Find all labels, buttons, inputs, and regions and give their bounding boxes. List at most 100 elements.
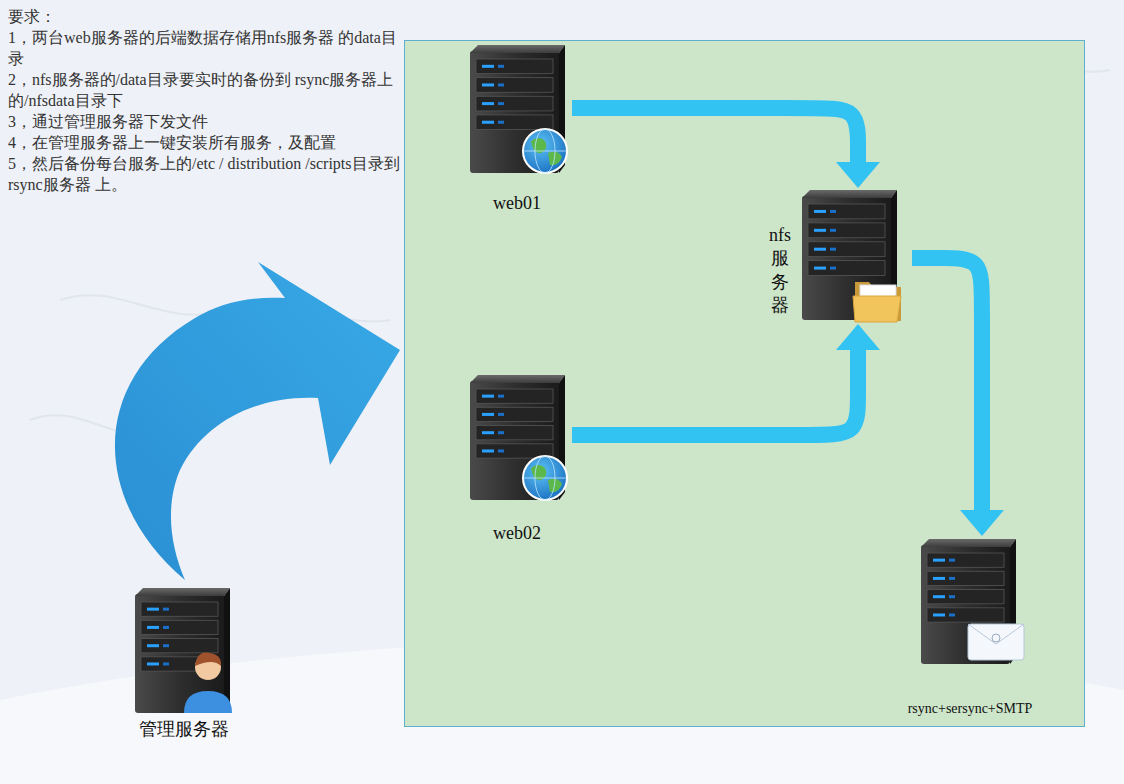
- drive-bay: [141, 602, 218, 616]
- status-led: [482, 449, 494, 452]
- server-icon: [470, 375, 567, 500]
- status-led: [933, 613, 945, 616]
- drive-bay: [476, 115, 553, 130]
- requirements-note: 要求：1，两台web服务器的后端数据存储用nfs服务器 的data目录2，nfs…: [8, 6, 400, 195]
- status-led: [163, 608, 169, 611]
- status-led: [830, 210, 836, 213]
- status-led: [498, 431, 504, 434]
- mail-badge: [968, 624, 1024, 660]
- status-led: [482, 102, 494, 105]
- status-led: [949, 613, 955, 616]
- server-icon: [470, 45, 567, 173]
- drive-bay: [927, 590, 1004, 604]
- drive-bay: [808, 261, 885, 276]
- server-top: [470, 375, 565, 383]
- equator: [523, 478, 567, 479]
- status-led: [147, 608, 159, 611]
- drive-bay: [927, 571, 1004, 585]
- status-led: [814, 267, 826, 270]
- drive-bay: [476, 426, 553, 440]
- drive-bay: [476, 389, 553, 403]
- person-badge: [184, 653, 232, 713]
- status-led: [814, 248, 826, 251]
- person-body: [184, 691, 232, 713]
- status-led: [147, 626, 159, 629]
- server-top: [921, 539, 1016, 547]
- drive-bay: [476, 59, 553, 74]
- requirement-item: 4，在管理服务器上一键安装所有服务，及配置: [8, 132, 400, 153]
- status-led: [482, 65, 494, 68]
- drive-bay: [808, 242, 885, 257]
- server-icon: [135, 588, 232, 713]
- envelope-seal: [992, 634, 1000, 642]
- data-flow-arrow: [572, 108, 858, 162]
- deploy-arrow: [115, 262, 400, 580]
- server-top: [802, 190, 897, 198]
- server-icon: [921, 539, 1018, 664]
- rsync-server: rsync+sersync+SMTP: [885, 536, 1055, 722]
- status-led: [163, 626, 169, 629]
- envelope: [968, 624, 1024, 660]
- folder-front: [853, 296, 901, 322]
- status-led: [498, 413, 504, 416]
- drive-bay: [927, 608, 1004, 622]
- status-led: [498, 121, 504, 124]
- status-led: [498, 83, 504, 86]
- status-led: [498, 65, 504, 68]
- envelope-flap: [968, 624, 1024, 644]
- status-led: [830, 229, 836, 232]
- web-server: web01: [462, 42, 572, 226]
- status-led: [147, 644, 159, 647]
- server-label: rsync+sersync+SMTP: [908, 698, 1033, 720]
- drive-bay: [141, 620, 218, 634]
- requirement-item: 2，nfs服务器的/data目录要实时的备份到 rsync服务器上的/nfsda…: [8, 69, 400, 111]
- folder-badge: [853, 282, 901, 322]
- server-top: [470, 45, 565, 53]
- person-hair: [195, 653, 221, 666]
- drive-bay: [808, 223, 885, 238]
- status-led: [482, 395, 494, 398]
- note-heading: 要求：: [8, 6, 400, 27]
- status-led: [830, 267, 836, 270]
- status-led: [949, 559, 955, 562]
- server-label: web01: [493, 192, 541, 214]
- status-led: [933, 595, 945, 598]
- server-side: [224, 588, 230, 713]
- requirement-item: 5，然后备份每台服务上的/etc / distribution /scripts…: [8, 153, 400, 195]
- status-led: [933, 559, 945, 562]
- drive-bay: [476, 407, 553, 421]
- status-led: [482, 413, 494, 416]
- drive-bay: [476, 78, 553, 93]
- server-region-panel: [405, 41, 1085, 727]
- web-server: web02: [462, 372, 572, 554]
- status-led: [482, 431, 494, 434]
- requirement-item: 3，通过管理服务器下发文件: [8, 111, 400, 132]
- server-label: 管理服务器: [139, 718, 229, 740]
- status-led: [949, 577, 955, 580]
- server-label: web02: [493, 522, 541, 544]
- server-label: nfs服务器: [764, 224, 796, 318]
- status-led: [498, 102, 504, 105]
- requirement-item: 1，两台web服务器的后端数据存储用nfs服务器 的data目录: [8, 27, 400, 69]
- nfs-server: nfs服务器: [762, 188, 912, 324]
- globe: [523, 129, 567, 173]
- drive-bay: [927, 553, 1004, 567]
- equator: [523, 151, 567, 152]
- server-top: [135, 588, 230, 596]
- status-led: [163, 644, 169, 647]
- status-led: [147, 662, 159, 665]
- drive-bay: [141, 639, 218, 653]
- drive-bay: [808, 204, 885, 219]
- status-led: [163, 662, 169, 665]
- manager-server: 管理服务器: [118, 585, 250, 747]
- status-led: [933, 577, 945, 580]
- status-led: [498, 449, 504, 452]
- status-led: [814, 210, 826, 213]
- globe-badge: [523, 129, 567, 173]
- status-led: [482, 83, 494, 86]
- globe-badge: [523, 456, 567, 500]
- status-led: [482, 121, 494, 124]
- drive-bay: [476, 96, 553, 111]
- data-flow-arrow: [912, 258, 982, 510]
